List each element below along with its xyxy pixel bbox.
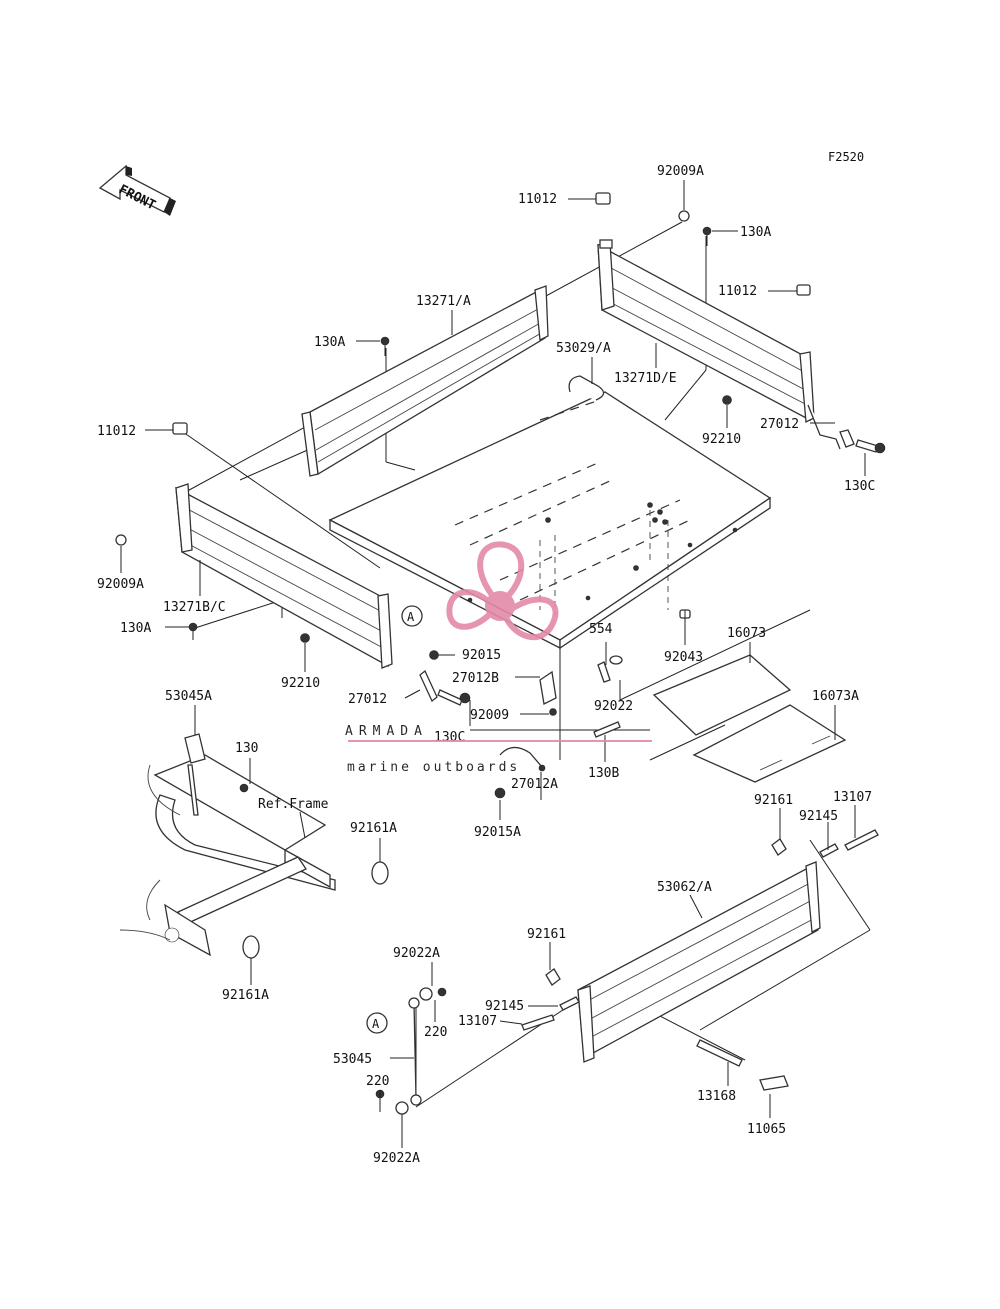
callout-a-right-label: A <box>407 610 415 624</box>
label-53045A: 53045A <box>165 689 212 704</box>
label-16073A: 16073A <box>812 689 859 704</box>
bumper-92161A-top <box>371 861 389 885</box>
label-92210-right: 92210 <box>702 432 741 447</box>
label-27012A: 27012A <box>511 777 558 792</box>
tailgate-53062A <box>521 829 879 1091</box>
label-11065: 11065 <box>747 1122 786 1137</box>
label-130A-mid: 130A <box>314 335 345 350</box>
label-92015A: 92015A <box>474 825 521 840</box>
label-92022A-top: 92022A <box>393 946 440 961</box>
label-130C-left: 130C <box>434 730 465 745</box>
cap-11012-top <box>595 192 611 205</box>
label-53045: 53045 <box>333 1052 372 1067</box>
label-11012-right: 11012 <box>718 284 757 299</box>
label-27012B: 27012B <box>452 671 499 686</box>
label-92161A-top: 92161A <box>350 821 397 836</box>
cap-11012-left <box>172 422 188 435</box>
watermark-subtitle: marine outboards <box>347 760 520 775</box>
label-92161A-bottom: 92161A <box>222 988 269 1003</box>
label-92210-left: 92210 <box>281 676 320 691</box>
mat-16073 <box>652 654 792 736</box>
label-92015: 92015 <box>462 648 501 663</box>
label-92009A-top: 92009A <box>657 164 704 179</box>
label-130A-right: 130A <box>740 225 771 240</box>
label-130A-left: 130A <box>120 621 151 636</box>
label-27012-right: 27012 <box>760 417 799 432</box>
label-130B: 130B <box>588 766 619 781</box>
label-130C-right: 130C <box>844 479 875 494</box>
label-220-top: 220 <box>424 1025 447 1040</box>
label-13107-mid: 13107 <box>458 1014 497 1029</box>
label-13107-right: 13107 <box>833 790 872 805</box>
watermark: ARMADA marine outboards <box>345 541 652 775</box>
label-92009: 92009 <box>470 708 509 723</box>
label-ref-frame: Ref.Frame <box>258 797 329 812</box>
hardware-parts <box>115 192 886 799</box>
label-53062A: 53062/A <box>657 880 712 895</box>
callout-a-right: A <box>401 605 423 627</box>
label-92022A-bottom: 92022A <box>373 1151 420 1166</box>
label-130: 130 <box>235 741 258 756</box>
label-92145-mid: 92145 <box>485 999 524 1014</box>
callout-a-left: A <box>366 1012 388 1034</box>
leader-lines <box>120 180 866 1148</box>
label-13168: 13168 <box>697 1089 736 1104</box>
label-92145-right: 92145 <box>799 809 838 824</box>
label-92022: 92022 <box>594 699 633 714</box>
side-panel-13271BC <box>175 483 393 669</box>
label-92043: 92043 <box>664 650 703 665</box>
label-92161-mid: 92161 <box>527 927 566 942</box>
mat-16073A <box>692 704 847 783</box>
front-arrow-icon: FRONT <box>98 164 176 216</box>
label-16073: 16073 <box>727 626 766 641</box>
cap-11012-right <box>796 284 811 296</box>
label-53029A: 53029/A <box>556 341 611 356</box>
bumper-92161A-bottom <box>242 935 260 959</box>
side-panel-13271DE <box>597 239 815 424</box>
label-13271BC: 13271B/C <box>163 600 226 615</box>
callout-a-left-label: A <box>372 1017 380 1031</box>
label-13271DE: 13271D/E <box>614 371 677 386</box>
side-panel-13271A <box>301 285 549 477</box>
label-92161-right: 92161 <box>754 793 793 808</box>
figure-code: F2520 <box>828 150 864 164</box>
label-220-bottom: 220 <box>366 1074 389 1089</box>
cable-53045 <box>375 987 447 1115</box>
label-11012-top: 11012 <box>518 192 557 207</box>
label-13271A: 13271/A <box>416 294 471 309</box>
label-554: 554 <box>589 622 613 637</box>
propeller-logo-icon <box>446 541 559 641</box>
watermark-title: ARMADA <box>345 724 428 739</box>
reference-frame <box>119 733 389 959</box>
label-27012-left: 27012 <box>348 692 387 707</box>
part-labels: 11012 92009A 130A 11012 13271/A 130A 530… <box>97 164 875 1166</box>
label-11012-left: 11012 <box>97 424 136 439</box>
label-92009A-left: 92009A <box>97 577 144 592</box>
